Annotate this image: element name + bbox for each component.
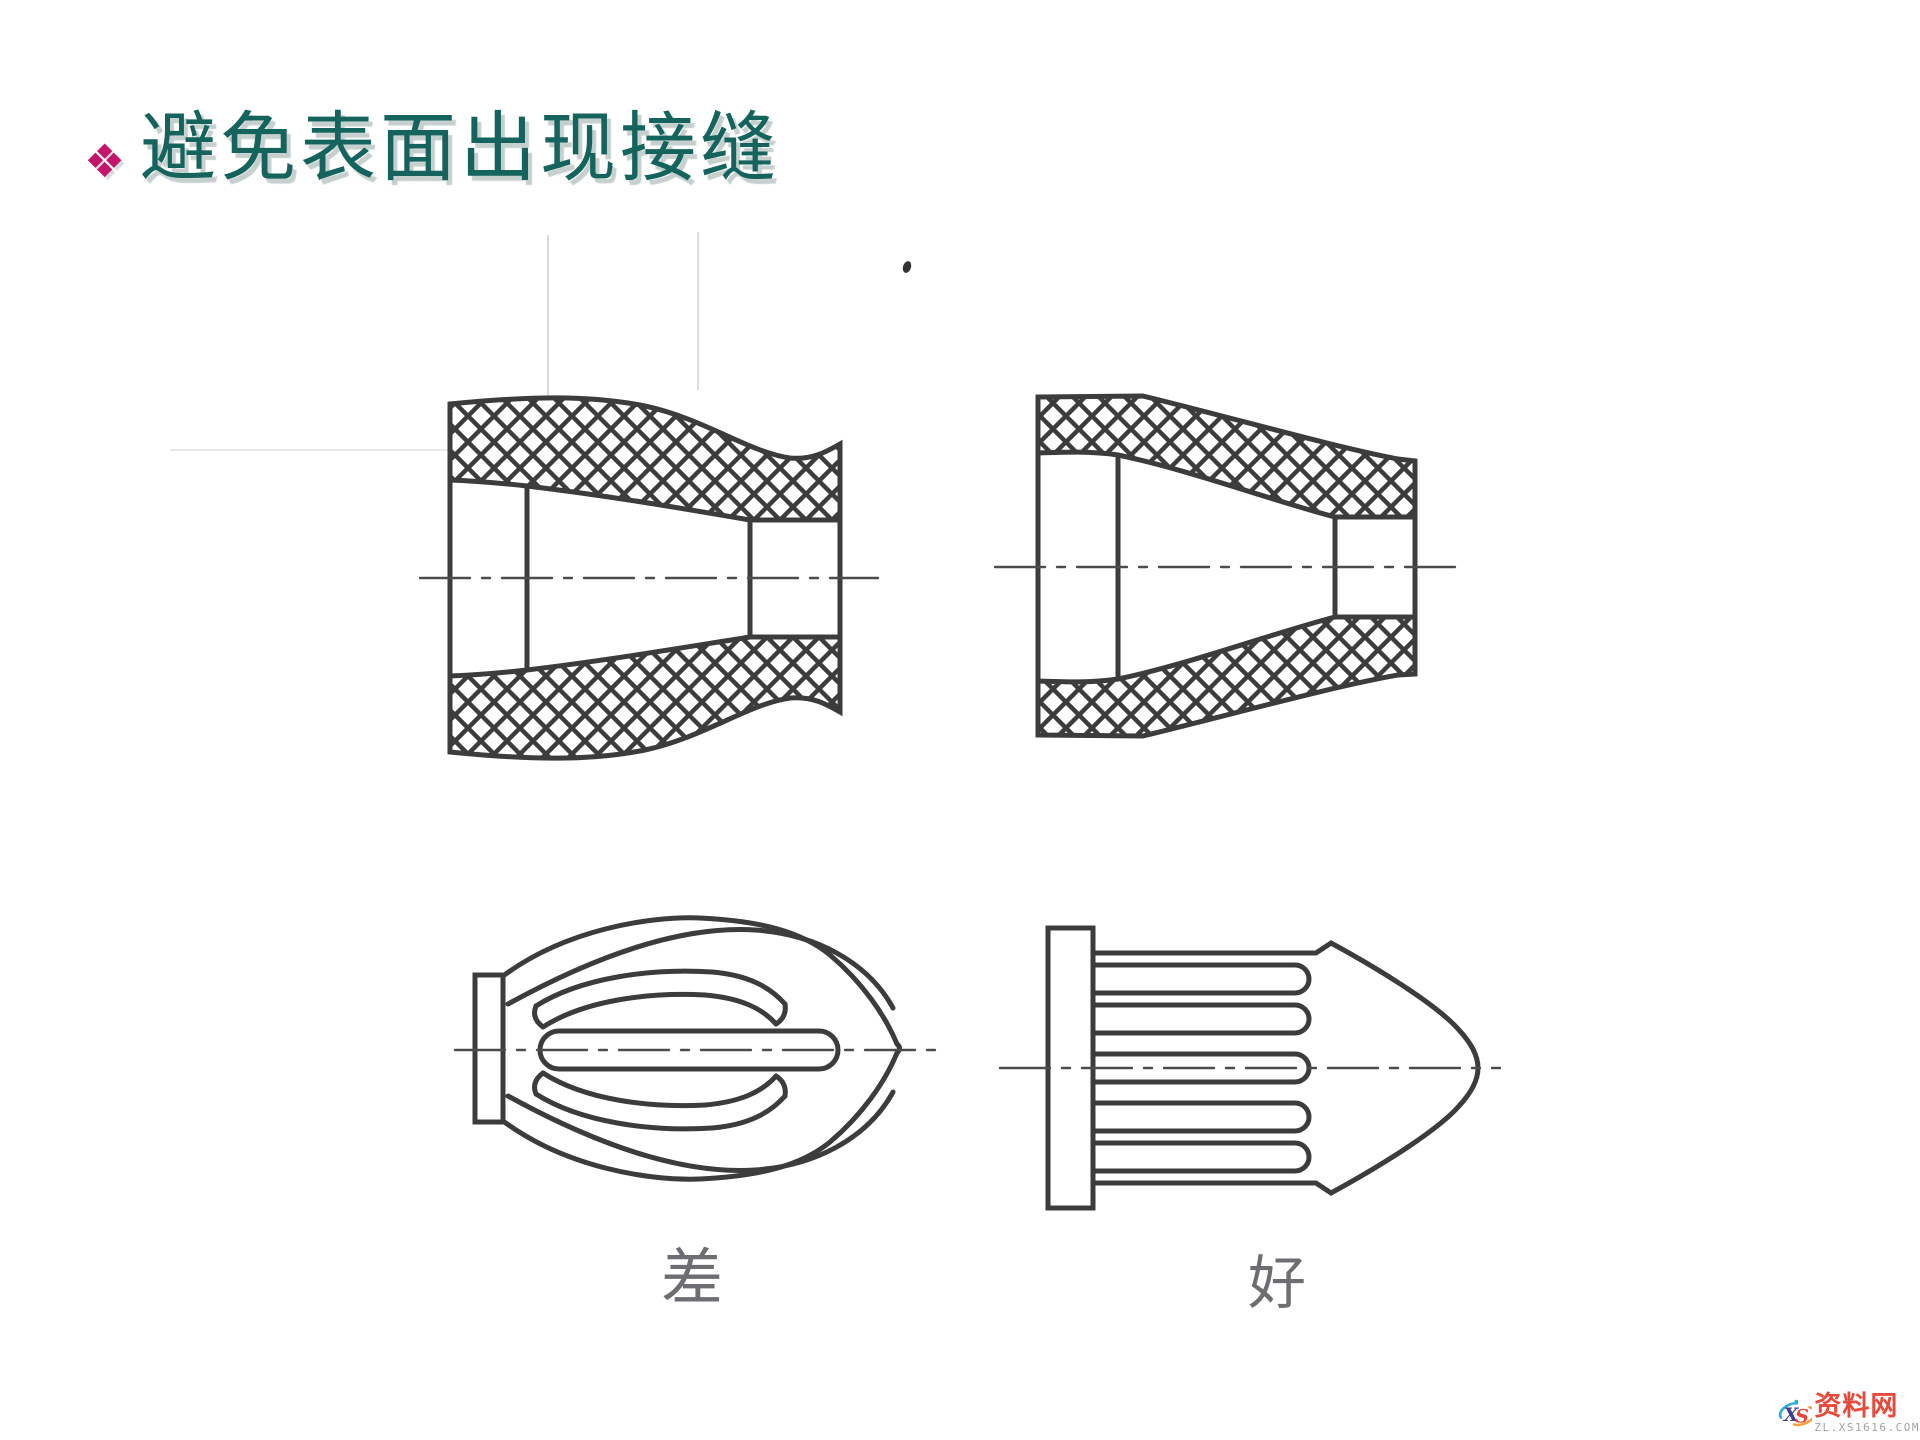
label-bad: 差 [660,1241,724,1314]
slot-4 [1090,1100,1312,1134]
page-title: 避免表面出现接缝 [140,103,780,192]
bad-slotted-plug-drawing [453,915,947,1182]
upper-curved-slot [532,968,788,1030]
slot-2 [1090,1002,1312,1036]
lower-curved-slot [532,1070,788,1132]
watermark-logo-icon: X S [1778,1399,1813,1428]
lower-wall-hatched [1035,614,1418,739]
good-nozzle-section-drawing [993,393,1462,739]
top-seam-arc [505,927,896,1011]
collar [472,972,506,1125]
watermark-text: 资料网 ZL.XS1616.COM [1814,1393,1920,1433]
bottom-seam-arc [505,1089,896,1173]
slot-1 [1090,962,1312,996]
watermark-site-url: ZL.XS1616.COM [1814,1421,1920,1434]
ink-speck [902,261,912,273]
slot-5 [1090,1140,1312,1174]
diamond-bullet-icon: ❖ [84,134,126,188]
upper-wall-hatched [447,395,843,523]
upper-wall-hatched [1035,393,1418,520]
bad-nozzle-section-drawing [418,395,880,761]
watermark: X S 资料网 ZL.XS1616.COM [1778,1388,1920,1438]
scan-artifacts [170,232,912,451]
watermark-logo-x: X [1783,1404,1800,1426]
lower-wall-hatched [447,634,843,761]
good-slotted-plug-drawing [998,925,1502,1211]
label-good: 好 [1247,1249,1307,1317]
watermark-site-name: 资料网 [1814,1391,1899,1422]
watermark-logo-s: S [1795,1406,1809,1428]
